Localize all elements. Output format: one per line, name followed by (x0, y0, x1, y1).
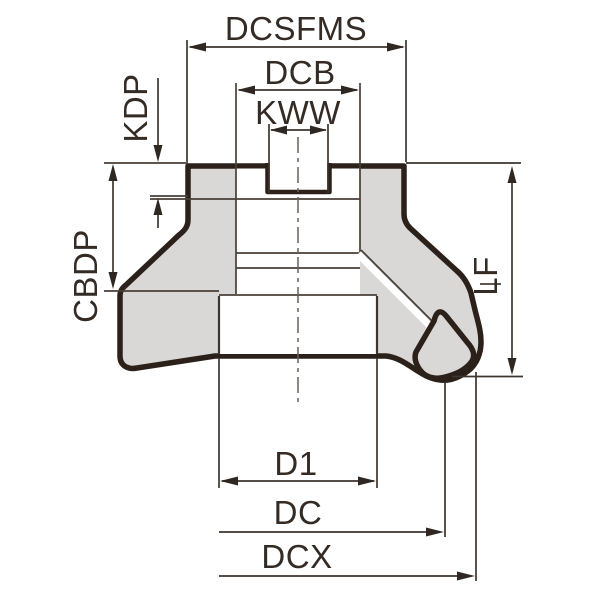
dimension-label-dcsfms: DCSFMS (225, 10, 367, 47)
dimension-dcsfms: DCSFMS (186, 10, 407, 162)
arrowhead (237, 85, 255, 95)
arrowhead (358, 476, 376, 486)
dimension-cbdp: CBDP (67, 164, 118, 323)
arrowhead (341, 85, 359, 95)
arrowhead (507, 358, 517, 375)
arrowhead (188, 42, 206, 52)
arrowhead (153, 198, 163, 215)
arrowhead (108, 272, 118, 289)
dimension-dcb: DCB (237, 54, 359, 95)
dimension-lf: LF (406, 162, 523, 378)
arrowhead (387, 42, 405, 52)
arrowhead (457, 571, 475, 581)
arrowhead (108, 164, 118, 181)
dimension-label-dcx: DCX (261, 538, 332, 575)
arrowhead (426, 527, 444, 537)
dimension-label-d1: D1 (274, 445, 317, 482)
dimension-label-dc: DC (274, 494, 323, 531)
bore-detail-lines (104, 83, 501, 354)
arrowhead (270, 125, 287, 135)
arrowhead (220, 476, 238, 486)
dimension-label-kdp: KDP (117, 73, 154, 142)
arrowhead (507, 166, 517, 183)
dimension-kww: KWW (255, 94, 341, 193)
arrowhead (310, 125, 327, 135)
dimension-label-kww: KWW (255, 94, 341, 131)
dimension-d1: D1 (218, 358, 378, 488)
dimension-label-cbdp: CBDP (67, 229, 104, 323)
dimension-kdp: KDP (117, 73, 188, 228)
arrowhead (153, 145, 163, 162)
dimension-label-dcb: DCB (264, 54, 335, 91)
cutter-body (104, 83, 501, 404)
insert-seat-slot (355, 249, 435, 330)
cutting-insert (412, 309, 477, 381)
dimension-dcx: DCX (219, 372, 477, 581)
dimension-dc: DC (219, 382, 446, 537)
dimension-label-lf: LF (467, 256, 504, 296)
